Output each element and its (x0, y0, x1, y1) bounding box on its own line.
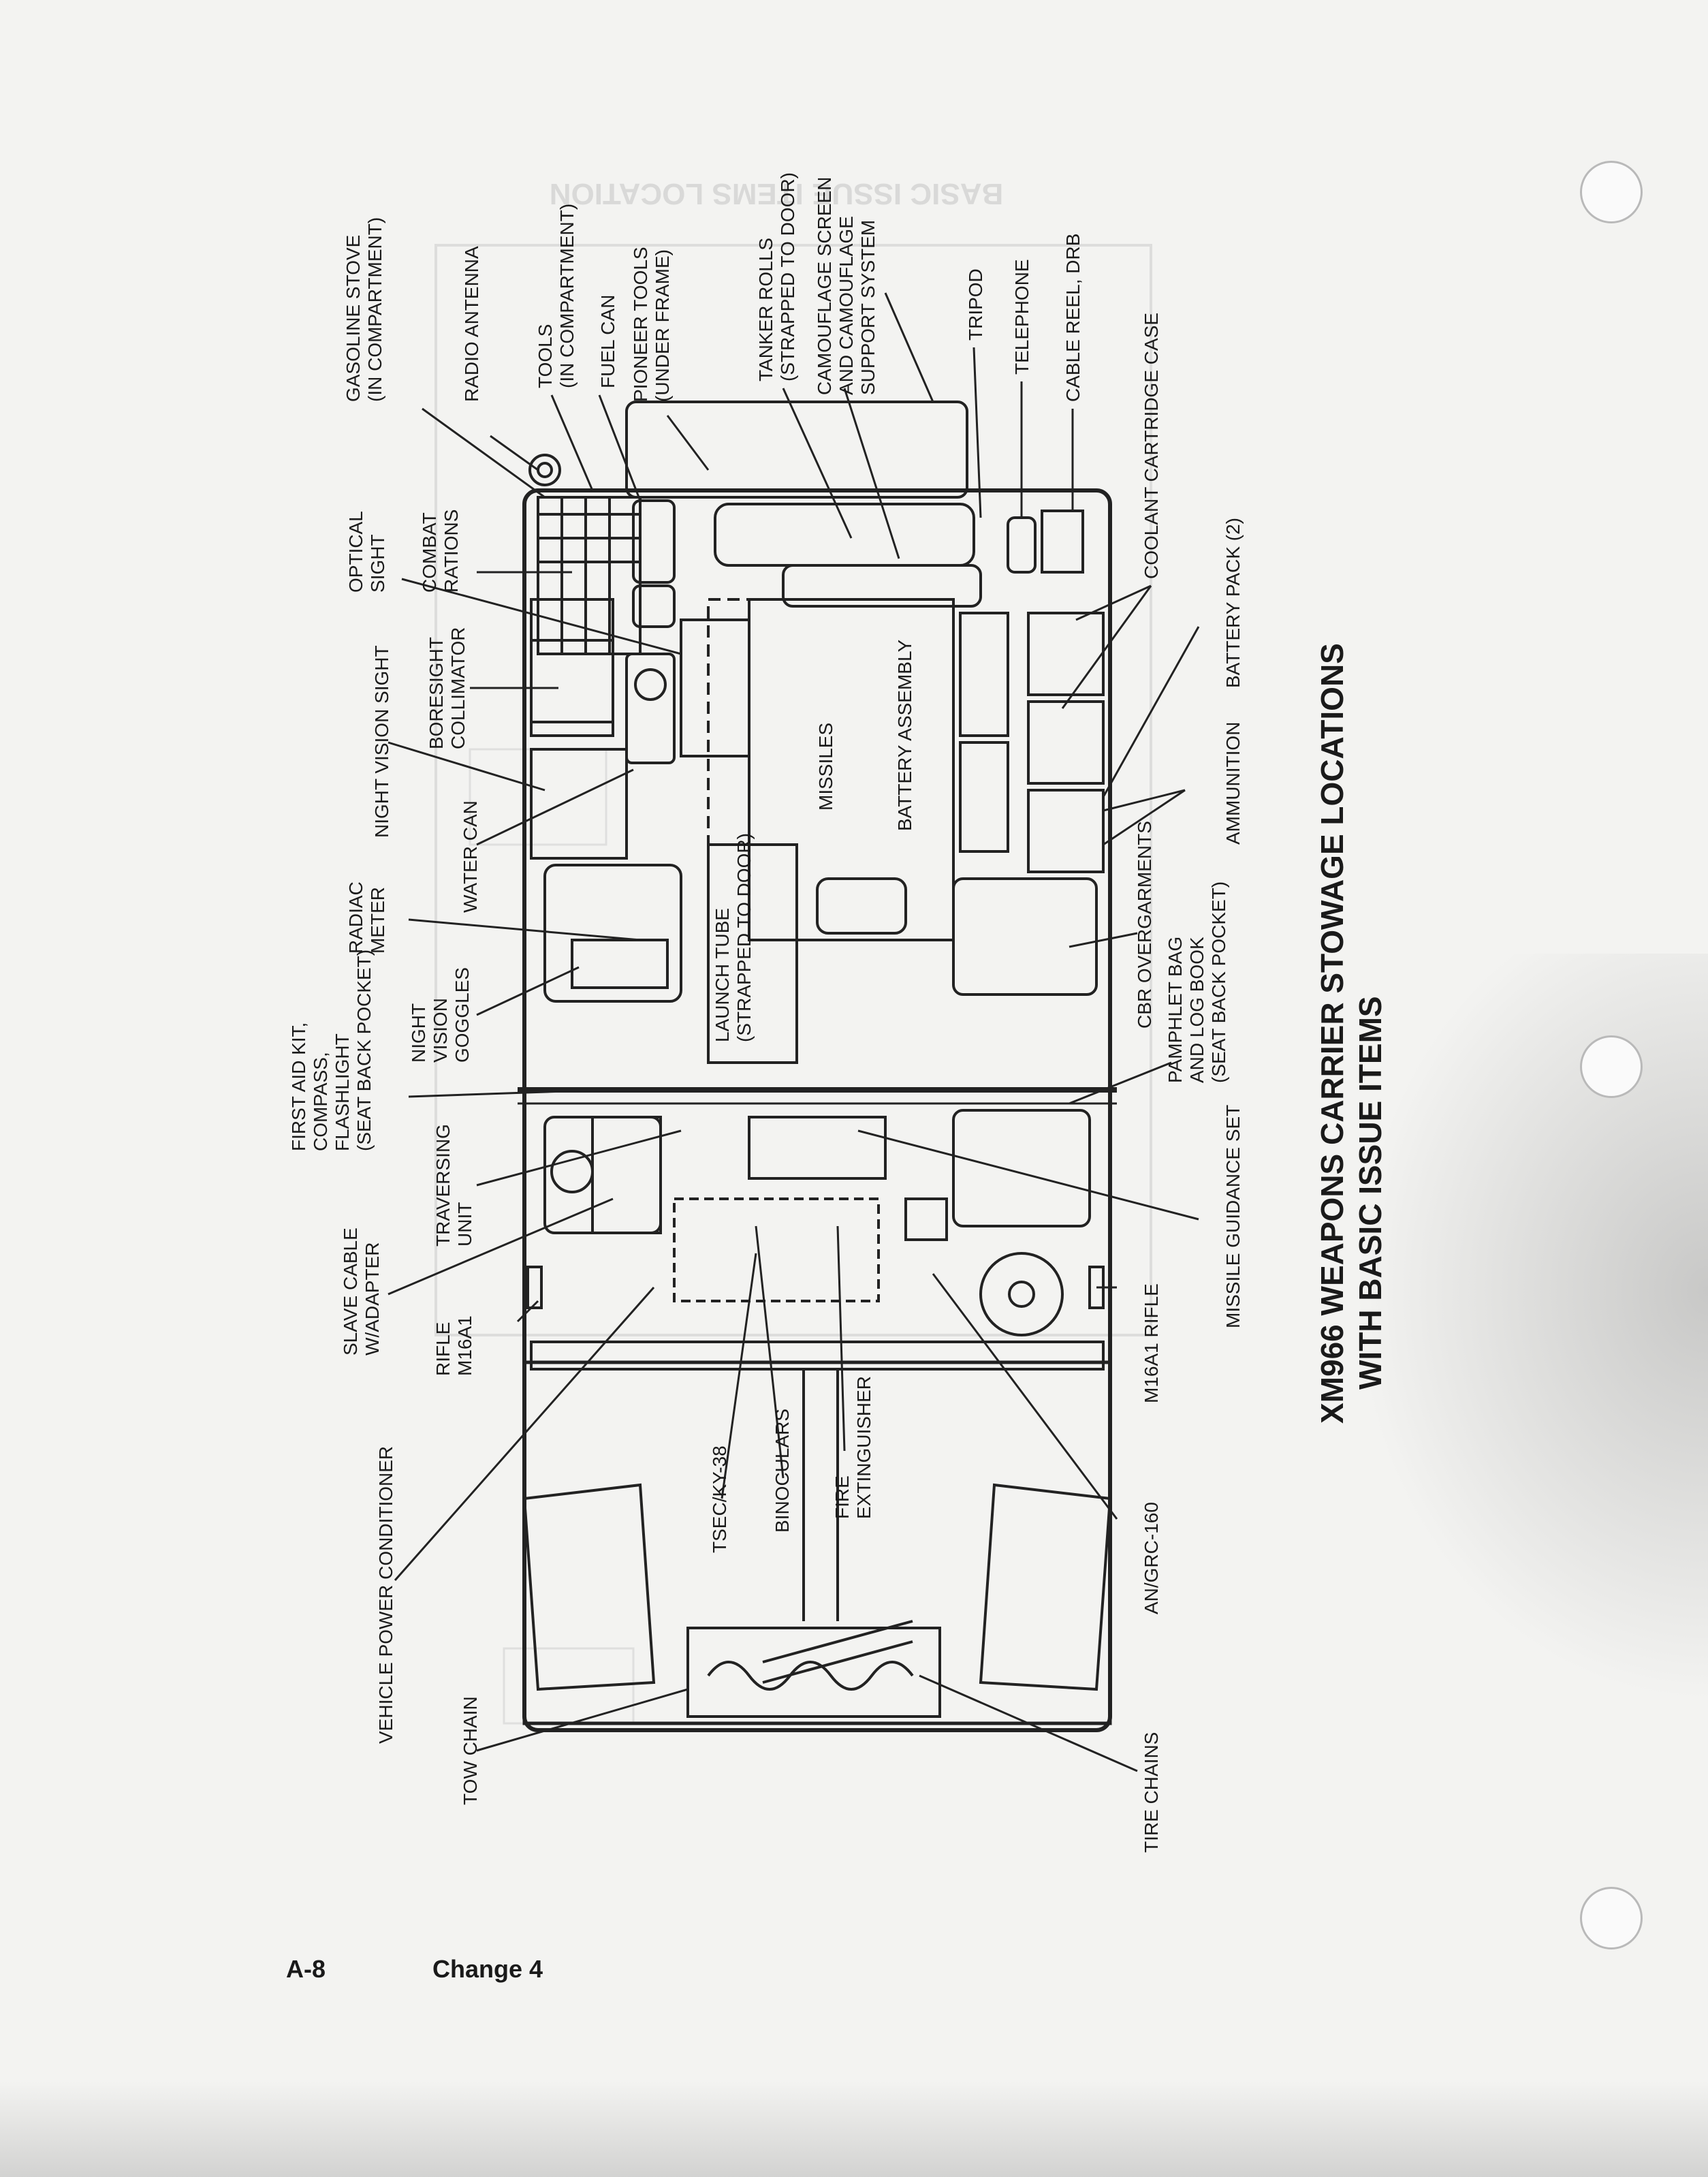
label-traversing-unit: TRAVERSING UNIT (432, 1118, 475, 1247)
label-missile-guidance-set: MISSILE GUIDANCE SET (1222, 1105, 1244, 1328)
page-number: A-8 (286, 1955, 326, 1983)
label-tsec-ky38: TSEC/KY-38 (709, 1445, 730, 1553)
label-slave-cable: SLAVE CABLE W/ADAPTER (340, 1222, 383, 1356)
figure-title-line2: WITH BASIC ISSUE ITEMS (1353, 996, 1388, 1390)
scan-bottom-shadow (0, 2082, 1708, 2177)
figure-title-line1: XM966 WEAPONS CARRIER STOWAGE LOCATIONS (1314, 643, 1350, 1424)
label-night-vision-goggles: NIGHT VISION GOGGLES (408, 967, 473, 1063)
label-vehicle-power-conditioner: VEHICLE POWER CONDITIONER (375, 1446, 396, 1744)
label-missiles: MISSILES (815, 723, 836, 811)
vehicle-outline (518, 401, 1117, 1732)
change-number: Change 4 (432, 1955, 543, 1983)
label-cable-reel: CABLE REEL, DRB (1062, 234, 1084, 402)
label-launch-tube: LAUNCH TUBE (STRAPPED TO DOOR) (712, 833, 755, 1042)
binder-hole-bottom (1580, 1887, 1643, 1949)
label-coolant-cartridge-case: COOLANT CARTRIDGE CASE (1141, 313, 1162, 579)
label-tripod: TRIPOD (965, 268, 986, 341)
leader-lines (388, 292, 1200, 1772)
label-battery-assembly: BATTERY ASSEMBLY (894, 640, 915, 831)
label-radio-antenna: RADIO ANTENNA (461, 246, 482, 402)
binder-hole-middle (1580, 1035, 1643, 1098)
label-fuel-can: FUEL CAN (597, 295, 618, 388)
label-binoculars: BINOCULARS (772, 1409, 793, 1533)
label-gasoline-stove: GASOLINE STOVE (IN COMPARTMENT) (343, 217, 385, 402)
label-optical-sight: OPTICAL SIGHT (345, 506, 388, 593)
svg-text:XM966 WEAPONS CARRIER STOWAGE: XM966 WEAPONS CARRIER STOWAGE LOCATIONS … (1314, 634, 1388, 1424)
label-water-can: WATER CAN (460, 800, 481, 913)
label-pioneer-tools: PIONEER TOOLS (UNDER FRAME) (630, 242, 673, 403)
scan-shadow (1354, 954, 1708, 1703)
label-tire-chains: TIRE CHAINS (1141, 1732, 1162, 1853)
figure-title: XM966 WEAPONS CARRIER STOWAGE LOCATIONS … (1314, 634, 1388, 1424)
label-battery-pack: BATTERY PACK (2) (1222, 518, 1244, 688)
labels: GASOLINE STOVE (IN COMPARTMENT) RADIO AN… (288, 172, 1244, 1853)
label-boresight-collimator: BORESIGHT COLLIMATOR (426, 627, 469, 749)
label-fire-extinguisher: FIRE EXTINGUISHER (832, 1376, 874, 1519)
label-cbr-overgarments: CBR OVERGARMENTS (1134, 821, 1155, 1029)
label-camouflage-screen: CAMOUFLAGE SCREEN AND CAMOUFLAGE SUPPORT… (814, 172, 879, 395)
binder-hole-top (1580, 161, 1643, 223)
label-radiac-meter: RADIAC METER (345, 876, 388, 954)
label-ammunition: AMMUNITION (1222, 722, 1244, 845)
ghost-title: BASIC ISSUE ITEMS LOCATION (550, 177, 1004, 210)
label-tow-chain: TOW CHAIN (460, 1696, 481, 1805)
label-rifle-m16a1-left: RIFLE M16A1 (432, 1315, 475, 1376)
label-pamphlet-bag: PAMPHLET BAG AND LOG BOOK (SEAT BACK POC… (1165, 881, 1229, 1083)
label-an-grc-160: AN/GRC-160 (1141, 1502, 1162, 1614)
label-m16a1-rifle-right: M16A1 RIFLE (1141, 1283, 1162, 1403)
label-tanker-rolls: TANKER ROLLS (STRAPPED TO DOOR) (755, 172, 798, 381)
label-combat-rations: COMBAT RATIONS (419, 507, 462, 593)
label-tools: TOOLS (IN COMPARTMENT) (535, 204, 578, 388)
label-telephone: TELEPHONE (1011, 259, 1032, 375)
label-first-aid-kit: FIRST AID KIT, COMPASS, FLASHLIGHT (SEAT… (288, 950, 375, 1151)
label-night-vision-sight: NIGHT VISION SIGHT (371, 645, 392, 838)
ghost-print: BASIC ISSUE ITEMS LOCATION (434, 177, 1152, 1725)
